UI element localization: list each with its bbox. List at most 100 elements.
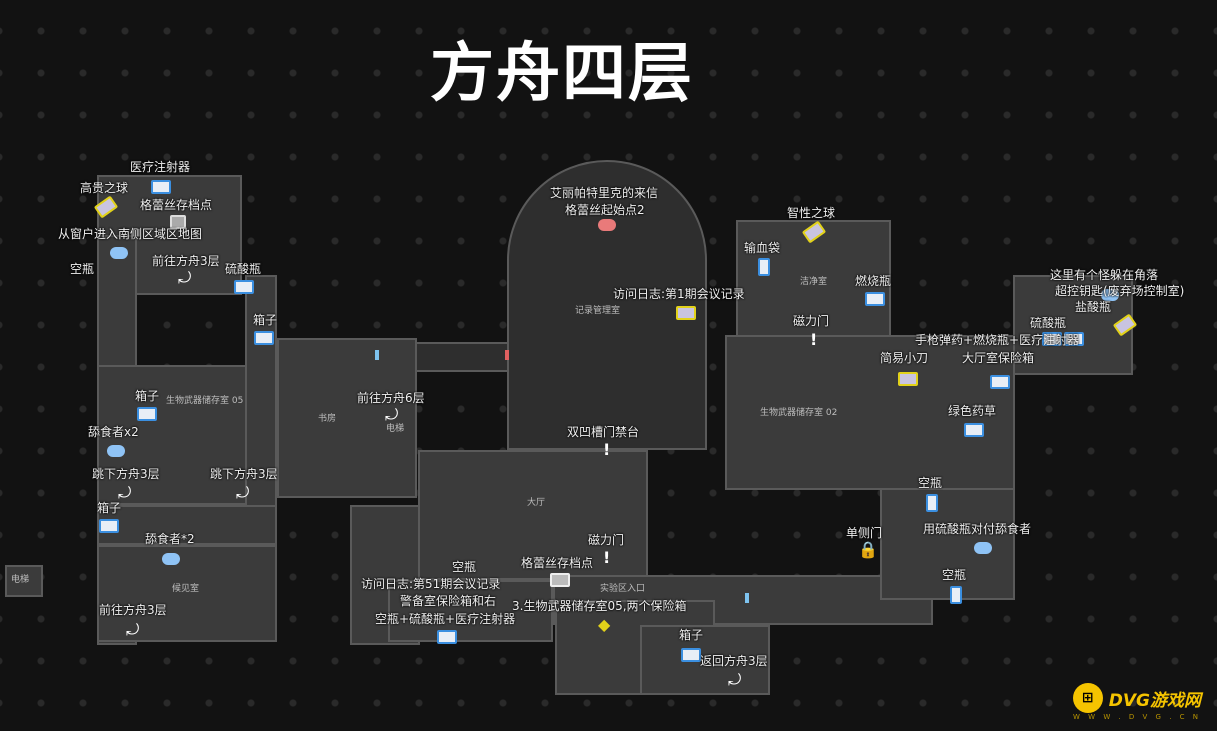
map-label: 输血袋 [744,241,781,255]
map-label: 前往方舟3层 [152,254,220,268]
stairs-icon[interactable]: ⤾ [126,620,140,639]
map-label: 舔食者x2 [88,425,139,439]
watermark-name: DVG游戏网 [1108,690,1201,711]
pistol-icon[interactable] [898,372,918,386]
save-point-icon[interactable] [170,215,186,229]
room [277,338,417,498]
map-label: 箱子 [135,389,160,403]
map-label: 跳下方舟3层 [210,467,278,481]
room [507,160,707,450]
map-label: 单侧门 [846,526,883,540]
map-label: 空瓶+硫酸瓶+医疗注射器 [375,612,516,626]
room [415,342,510,372]
room [350,505,420,645]
safe-icon[interactable] [990,375,1010,389]
room-label: 书房 [318,414,337,424]
map-label: 警备室保险箱和右 [400,594,497,608]
map-label: 前往方舟6层 [357,391,425,405]
box-icon[interactable] [681,648,701,662]
map-label: 舔食者*2 [145,532,195,546]
map-label: 用硫酸瓶对付舔食者 [923,522,1032,536]
map-label: 磁力门 [793,314,830,328]
chat-bubble-icon[interactable] [974,542,992,554]
watermark-url: W W W . D V G . C N [1073,713,1201,721]
box-icon[interactable] [1042,332,1062,346]
map-label: 简易小刀 [880,351,929,365]
laptop-icon[interactable] [550,573,570,587]
chat-bubble-icon[interactable] [162,553,180,565]
elevator-box [5,565,43,597]
chat-bubble-icon[interactable] [107,445,125,457]
room-label: 电梯 [11,575,30,585]
map-label: 3.生物武器储存室05,两个保险箱 [512,599,687,613]
room-label: 电梯 [386,424,405,434]
exclamation-icon[interactable]: ! [603,440,611,459]
map-label: 访问日志:第1期会议记录 [613,287,745,301]
blood-bag-icon[interactable] [758,258,770,276]
room [388,580,553,642]
stairs-icon[interactable]: ⤾ [385,405,399,424]
box-icon[interactable] [151,180,171,194]
room-label: 实验区入口 [600,584,646,594]
map-label: 高贵之球 [80,181,129,195]
room-label: 生物武器储存室 02 [760,408,838,418]
room [418,450,648,580]
box-icon[interactable] [99,519,119,533]
room-label: 生物武器储存室 05 [166,396,244,406]
exclamation-icon[interactable]: ! [603,548,611,567]
map-label: 空瓶 [918,476,943,490]
chat-bubble-icon[interactable] [1101,289,1119,301]
document-icon[interactable] [676,306,696,320]
map-label: 箱子 [253,313,278,327]
map-label: 硫酸瓶 [1030,316,1067,330]
map-label: 大厅室保险箱 [962,351,1035,365]
room-label: 候见室 [172,584,200,594]
box-icon[interactable] [437,630,457,644]
bottle-icon[interactable] [950,586,962,604]
box-icon[interactable] [865,292,885,306]
map-title: 方舟四层 [430,37,694,111]
map-label: 智性之球 [787,206,836,220]
room-label: 记录管理室 [575,306,621,316]
room [97,365,247,505]
chat-bubble-icon[interactable] [598,219,616,231]
box-icon[interactable] [234,280,254,294]
lock-icon[interactable]: 🔒 [858,540,878,559]
box-icon[interactable] [254,331,274,345]
room [97,505,277,545]
stairs-icon[interactable]: ⤾ [236,483,250,502]
door [375,350,379,360]
map-label: 艾丽帕特里克的来信 [550,186,659,200]
room [97,545,277,642]
map-label: 返回方舟3层 [700,654,768,668]
gamepad-logo-icon: ⊞ [1072,683,1103,713]
door [745,593,749,603]
exclamation-icon[interactable]: ! [810,330,818,349]
box-icon[interactable] [1064,332,1084,346]
box-icon[interactable] [964,423,984,437]
map-label: 医疗注射器 [130,160,191,174]
door [505,350,509,360]
entrance-diamond-icon[interactable]: ◆ [598,615,611,634]
map-label: 前往方舟3层 [99,603,167,617]
map-label: 箱子 [97,501,122,515]
map-label: 从窗户进入南侧区域区地图 [58,227,203,241]
map-label: 燃烧瓶 [855,274,892,288]
map-label: 超控钥匙(废弃场控制室) [1055,284,1185,298]
stairs-icon[interactable]: ⤾ [118,483,132,502]
room-label: 大厅 [527,498,546,508]
box-icon[interactable] [137,407,157,421]
map-label: 空瓶 [70,262,95,276]
map-label: 绿色药草 [948,404,997,418]
stairs-icon[interactable]: ⤾ [178,268,192,287]
room [725,335,1015,490]
map-label: 手枪弹药+燃烧瓶+医疗注射器 [915,333,1080,347]
room-label: 洁净室 [800,277,828,287]
map-label: 这里有个怪躲在角落 [1050,268,1159,282]
map-label: 硫酸瓶 [225,262,262,276]
stairs-icon[interactable]: ⤾ [728,670,742,689]
map-label: 访问日志:第51期会议记录 [361,577,501,591]
watermark: ⊞ DVG游戏网 W W W . D V G . C N [1072,683,1201,721]
bottle-icon[interactable] [926,494,938,512]
chat-bubble-icon[interactable] [110,247,128,259]
